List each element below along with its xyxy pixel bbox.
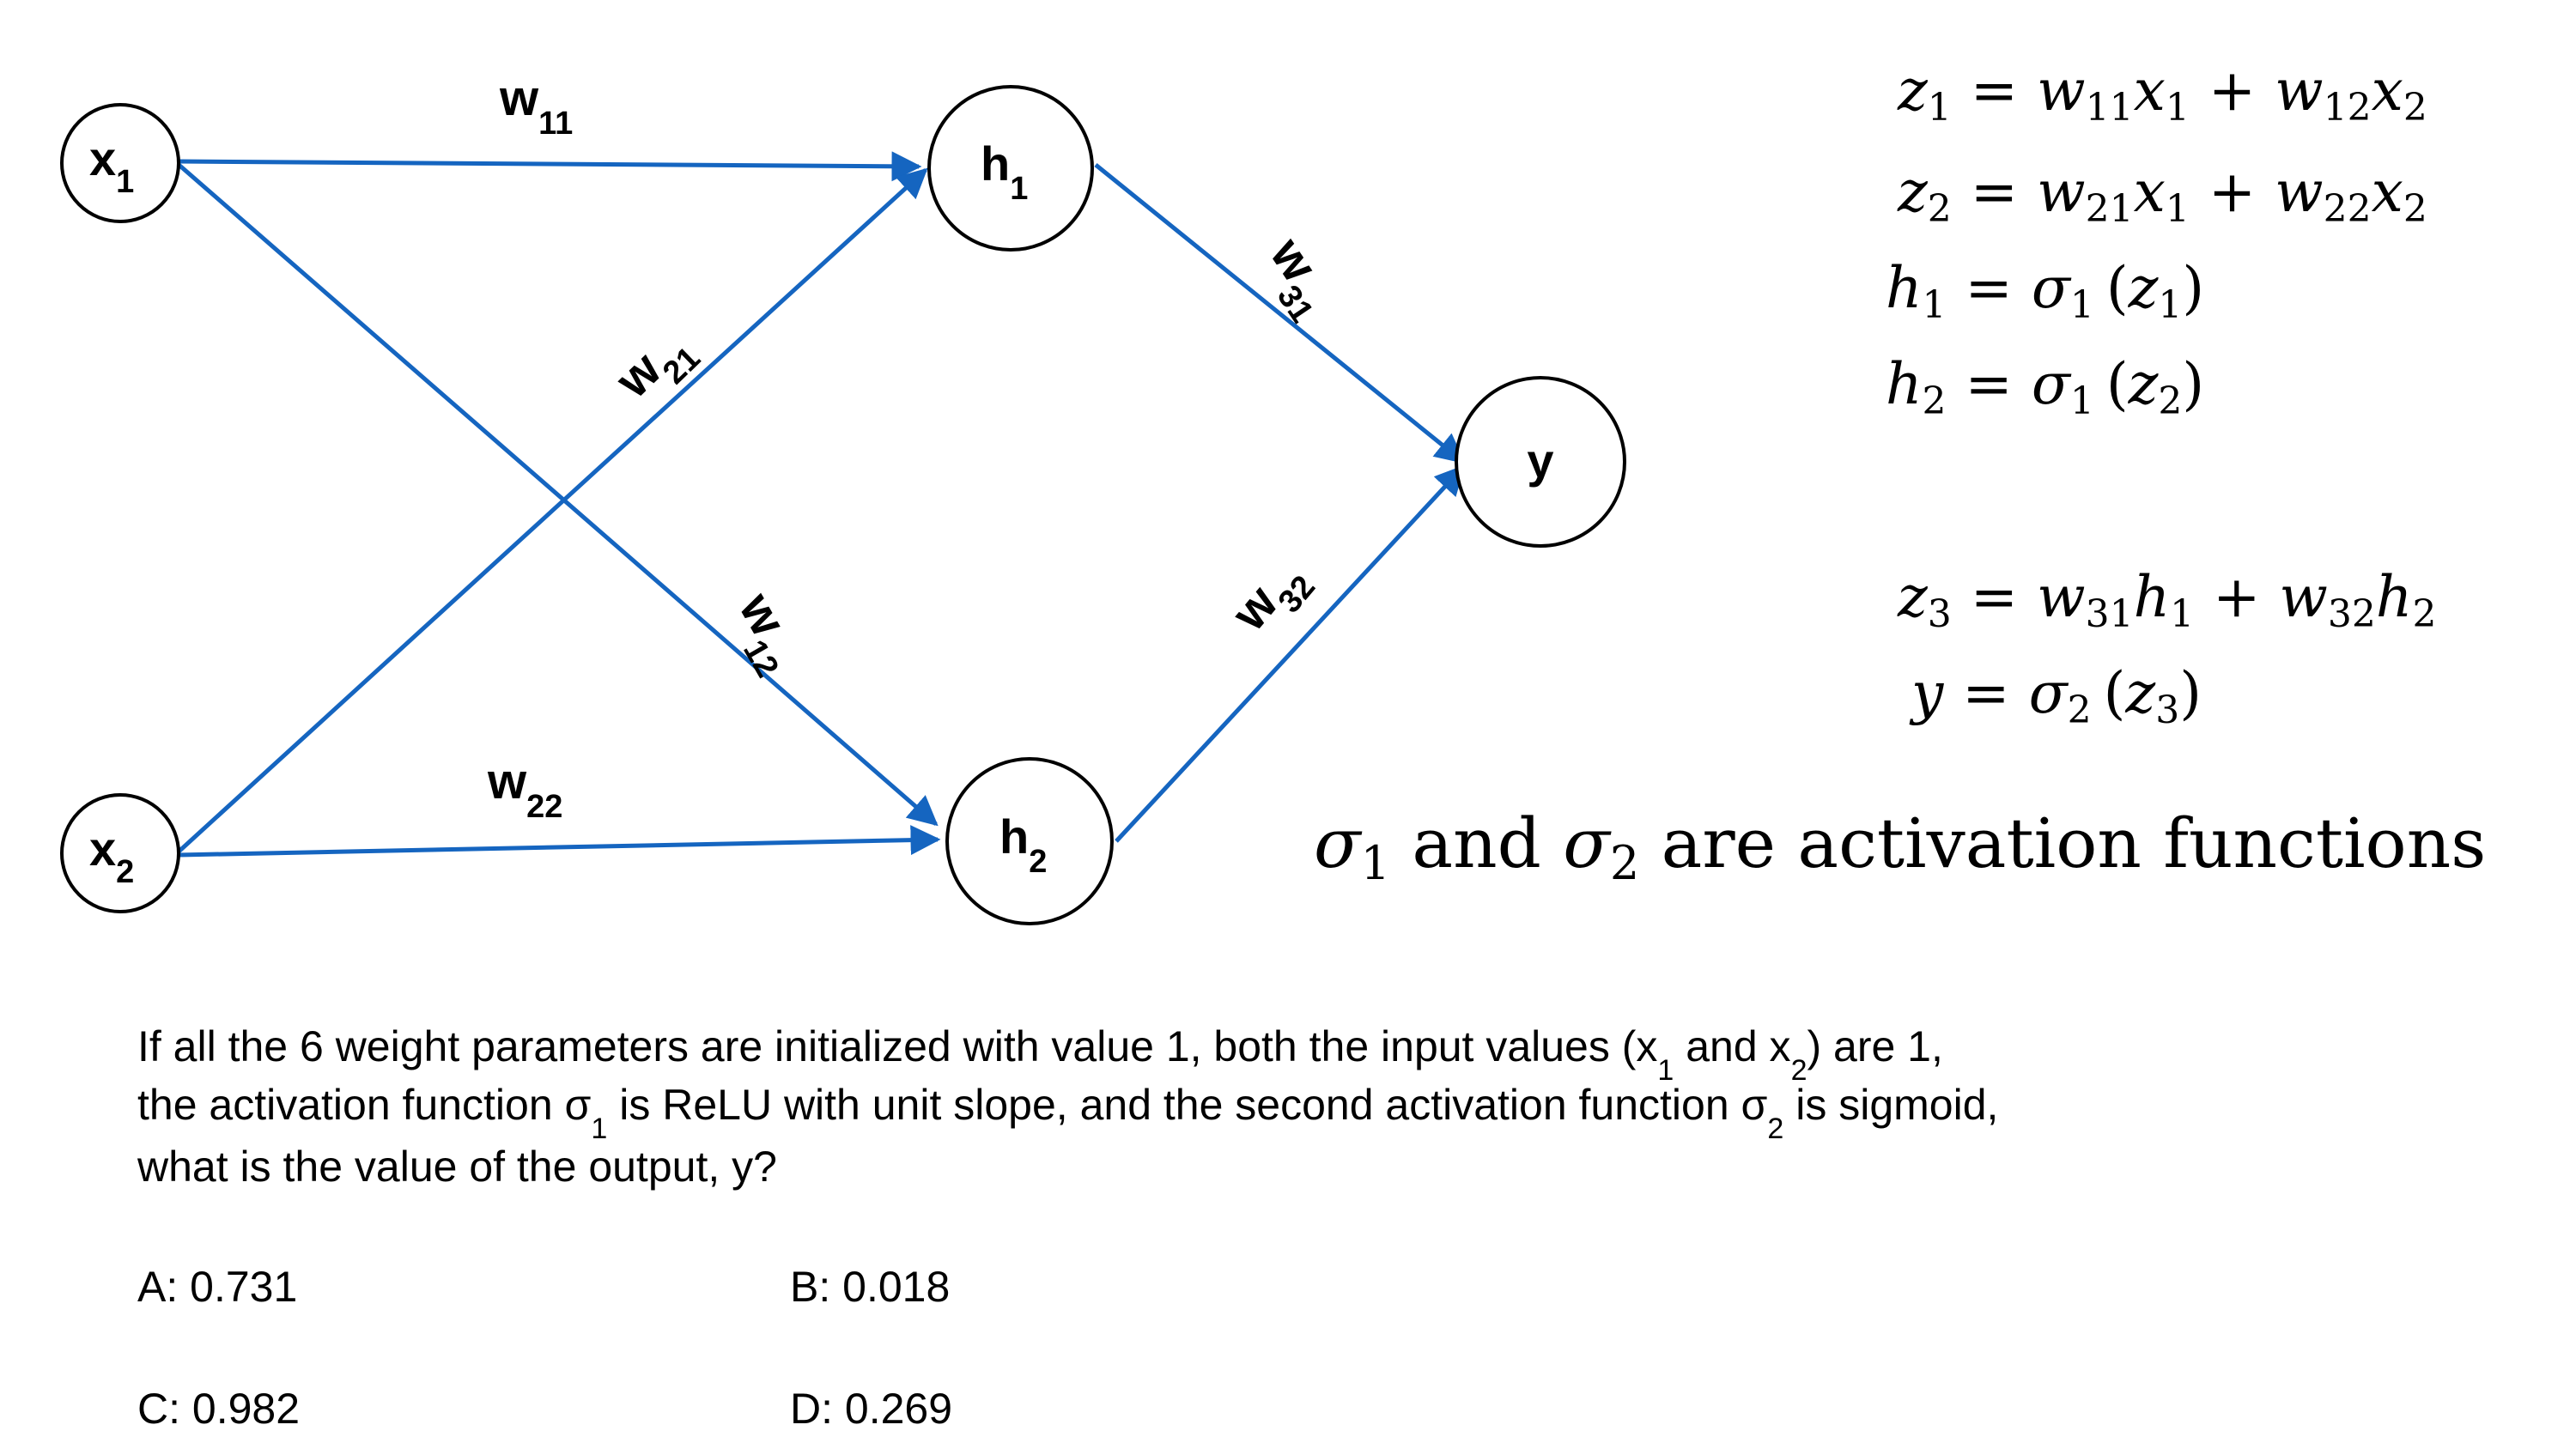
svg-text:h1: h1: [981, 136, 1028, 207]
node-h2-label: h: [999, 809, 1029, 864]
activation-note: σ1 and σ2 are activation functions: [1314, 803, 2486, 890]
node-h2-sub: 2: [1029, 844, 1047, 880]
edge-x1-h1: [178, 151, 922, 182]
q2-sub-2: 2: [1767, 1113, 1784, 1145]
question-line-3: what is the value of the output, y?: [137, 1143, 777, 1191]
q2-part-a: the activation function σ: [137, 1081, 592, 1129]
weight-w22-base: w: [487, 754, 527, 809]
equation-z2: z2=w21x1+w22x2: [1897, 159, 2427, 231]
edge-x2-h1: [175, 167, 928, 855]
weight-w31-label: w31: [1248, 227, 1348, 330]
equation-h2: h2=σ1(z2): [1886, 351, 2204, 423]
node-y-label: y: [1527, 433, 1553, 488]
weight-w11-label: w11: [499, 70, 573, 142]
node-y: y: [1455, 376, 1626, 548]
weight-w22-sub: 22: [526, 789, 562, 825]
weight-w11-sub: 11: [538, 106, 573, 142]
q1-part-b: and x: [1674, 1022, 1791, 1070]
equation-y: y=σ2(z3): [1909, 660, 2202, 732]
node-x1-sub: 1: [116, 164, 134, 200]
svg-text:w21: w21: [605, 316, 708, 419]
weight-w21-base: w: [605, 341, 672, 409]
equation-z3: z3=w31h1+w32h2: [1897, 564, 2436, 636]
question-line-1: If all the 6 weight parameters are initi…: [137, 1022, 1943, 1087]
weight-w31-sub: 31: [1270, 279, 1320, 330]
svg-text:w31: w31: [1248, 227, 1348, 330]
edge-x2-h2: [178, 825, 941, 858]
weight-w32-base: w: [1220, 574, 1289, 641]
option-d[interactable]: D: 0.269: [790, 1385, 953, 1433]
edge-h2-y: [1115, 464, 1466, 843]
svg-text:h2: h2: [999, 809, 1047, 880]
q2-part-c: is sigmoid,: [1783, 1081, 1999, 1129]
weight-w11-base: w: [499, 70, 539, 126]
node-x1: x1: [60, 103, 180, 223]
edge-h1-y: [1094, 163, 1466, 464]
weight-w12-label: w12: [716, 583, 814, 683]
weight-w21-label: w21: [605, 316, 708, 419]
option-a[interactable]: A: 0.731: [137, 1263, 298, 1311]
equation-h1: h1=σ1(z1): [1886, 255, 2204, 327]
svg-text:x2: x2: [89, 822, 134, 890]
q2-part-b: is ReLU with unit slope, and the second …: [607, 1081, 1768, 1129]
weight-w12-sub: 12: [736, 634, 786, 684]
question-line-2: the activation function σ1 is ReLU with …: [137, 1080, 1999, 1145]
q1-part-c: ) are 1,: [1807, 1022, 1943, 1070]
node-x2: x2: [60, 793, 180, 913]
q1-part-a: If all the 6 weight parameters are initi…: [137, 1022, 1658, 1070]
q1-sub-1: 1: [1657, 1054, 1674, 1087]
equation-z1: z1=w11x1+w12x2: [1897, 58, 2427, 130]
option-b[interactable]: B: 0.018: [790, 1263, 951, 1311]
node-x2-label: x: [89, 822, 116, 876]
svg-text:w12: w12: [716, 583, 814, 683]
node-h1: h1: [927, 85, 1094, 252]
node-x1-label: x: [89, 131, 116, 185]
node-h1-sub: 1: [1010, 171, 1028, 207]
edge-x1-h2: [175, 161, 939, 827]
option-c[interactable]: C: 0.982: [137, 1385, 301, 1433]
node-h1-label: h: [981, 136, 1010, 191]
node-h2: h2: [945, 757, 1114, 925]
q1-sub-2: 2: [1790, 1054, 1807, 1087]
weight-w22-label: w22: [487, 754, 562, 825]
node-x2-sub: 2: [116, 854, 134, 890]
q2-sub-1: 1: [591, 1113, 608, 1145]
svg-text:x1: x1: [89, 131, 134, 200]
